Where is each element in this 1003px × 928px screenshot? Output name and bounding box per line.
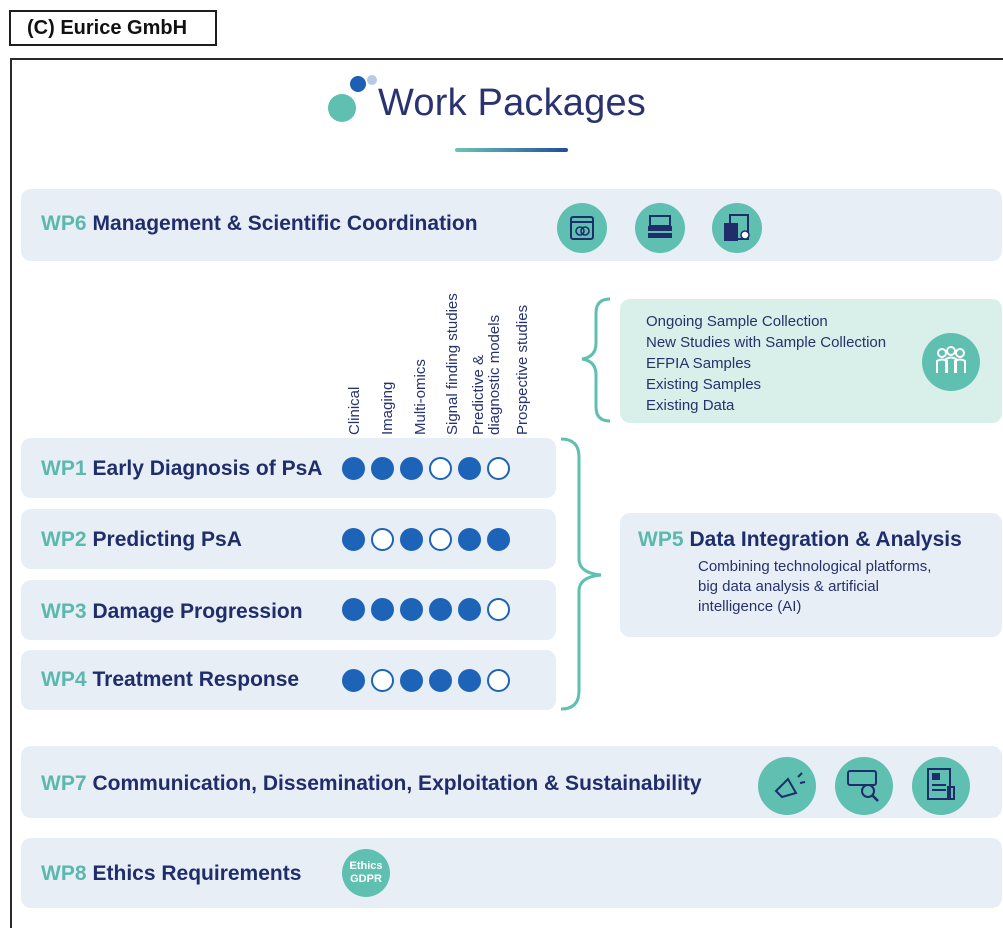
wp6-number: WP6 <box>41 212 87 235</box>
wp1-dots <box>342 457 510 480</box>
wp2-number: WP2 <box>41 528 87 551</box>
empty-dot <box>371 669 394 692</box>
empty-dot <box>487 598 510 621</box>
sample-item: EFPIA Samples <box>646 355 752 372</box>
sample-item: Ongoing Sample Collection <box>646 313 828 330</box>
wp7-number: WP7 <box>41 772 87 795</box>
filled-dot <box>400 669 423 692</box>
page-title: Work Packages <box>378 82 647 124</box>
col-label-prospective: Prospective studies <box>514 304 531 435</box>
wp5-desc-line: Combining technological platforms, <box>698 558 932 575</box>
wp4-number: WP4 <box>41 668 87 691</box>
empty-dot <box>487 457 510 480</box>
wp1-number: WP1 <box>41 457 87 480</box>
title-underline <box>455 148 568 152</box>
filled-dot <box>458 598 481 621</box>
ethics-gdpr-badge: Ethics GDPR <box>342 849 390 897</box>
wp-bracket <box>560 437 602 711</box>
wp2-name: Predicting PsA <box>92 528 242 551</box>
filled-dot <box>400 598 423 621</box>
calculator-document-icon <box>712 203 762 253</box>
filled-dot <box>342 669 365 692</box>
filled-dot <box>487 528 510 551</box>
wp8-name: Ethics Requirements <box>92 862 302 885</box>
wp6-name: Management & Scientific Coordination <box>92 212 478 235</box>
col-label-signal-finding: Signal finding studies <box>444 293 461 435</box>
wp8-band <box>21 838 1002 908</box>
megaphone-icon <box>758 757 816 815</box>
wp5-desc-line: intelligence (AI) <box>698 598 802 615</box>
wp5-description: Combining technological platforms, big d… <box>698 557 968 617</box>
wp6-band <box>21 189 1002 261</box>
logo-icon <box>328 75 377 122</box>
document-stack-icon <box>635 203 685 253</box>
empty-dot <box>429 528 452 551</box>
sample-item: Existing Samples <box>646 376 762 393</box>
filled-dot <box>371 598 394 621</box>
filled-dot <box>458 457 481 480</box>
wp3-dots <box>342 598 510 621</box>
col-label-imaging: Imaging <box>379 381 396 435</box>
filled-dot <box>458 528 481 551</box>
samples-bracket <box>581 297 611 423</box>
calendar-meeting-icon <box>557 203 607 253</box>
filled-dot <box>429 598 452 621</box>
wp4-name: Treatment Response <box>92 668 300 691</box>
filled-dot <box>458 669 481 692</box>
filled-dot <box>371 457 394 480</box>
wp5-name: Data Integration & Analysis <box>689 528 962 551</box>
filled-dot <box>429 669 452 692</box>
col-label-predictive-line1: Predictive & <box>470 354 487 435</box>
wp7-name: Communication, Dissemination, Exploitati… <box>92 772 702 795</box>
col-label-multi-omics: Multi-omics <box>412 359 429 435</box>
news-document-icon <box>912 757 970 815</box>
wp5-box <box>620 513 1002 637</box>
filled-dot <box>342 528 365 551</box>
wp2-dots <box>342 528 510 551</box>
empty-dot <box>371 528 394 551</box>
col-label-predictive-line2: diagnostic models <box>486 314 503 435</box>
sample-item: New Studies with Sample Collection <box>646 334 887 351</box>
copyright-label: (C) Eurice GmbH <box>9 10 217 46</box>
col-label-clinical: Clinical <box>346 386 363 435</box>
wp4-dots <box>342 669 510 692</box>
empty-dot <box>429 457 452 480</box>
filled-dot <box>342 598 365 621</box>
wp3-number: WP3 <box>41 600 87 623</box>
filled-dot <box>400 457 423 480</box>
wp3-name: Damage Progression <box>92 600 303 623</box>
web-search-icon <box>835 757 893 815</box>
wp5-desc-line: big data analysis & artificial <box>698 578 879 595</box>
wp8-number: WP8 <box>41 862 87 885</box>
filled-dot <box>342 457 365 480</box>
gdpr-badge-line: GDPR <box>350 873 382 885</box>
wp1-name: Early Diagnosis of PsA <box>92 457 323 480</box>
people-group-icon <box>922 333 980 391</box>
ethics-badge-line: Ethics <box>349 860 383 872</box>
samples-list: Ongoing Sample Collection New Studies wi… <box>646 311 886 416</box>
filled-dot <box>400 528 423 551</box>
diagram-frame <box>10 58 1003 928</box>
wp5-number: WP5 <box>638 528 684 551</box>
sample-item: Existing Data <box>646 397 735 414</box>
empty-dot <box>487 669 510 692</box>
